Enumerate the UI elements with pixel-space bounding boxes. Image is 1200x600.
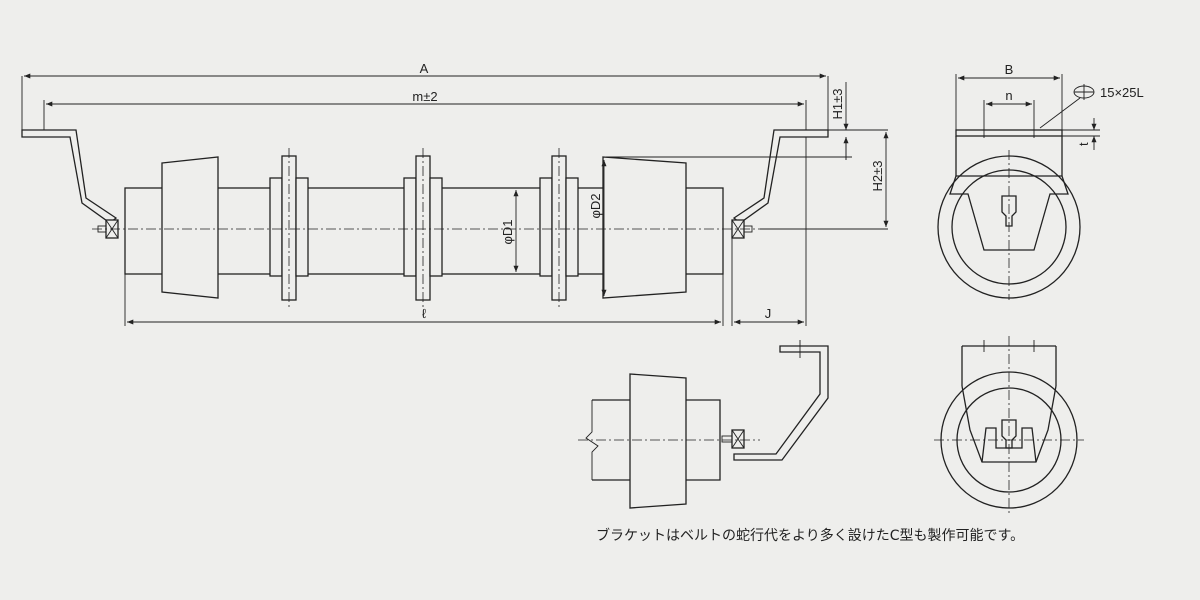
side-view: B n 15×25L t — [937, 62, 1144, 300]
dim-H1: H1±3 — [828, 82, 888, 160]
left-bracket — [21, 129, 118, 224]
label-H1: H1±3 — [830, 89, 845, 120]
label-n: n — [1005, 88, 1012, 103]
label-D2: φD2 — [588, 193, 603, 218]
side-view-c — [934, 336, 1084, 514]
dim-H2: H2±3 — [606, 132, 889, 227]
right-bracket — [732, 129, 829, 224]
label-A: A — [420, 61, 429, 76]
label-t: t — [1076, 142, 1091, 146]
shaft-flat — [1001, 195, 1017, 227]
label-slot: 15×25L — [1100, 85, 1144, 100]
shaft-flat-c — [1001, 419, 1017, 449]
bracket-end-view — [949, 175, 1069, 251]
front-view: A m±2 — [21, 61, 889, 326]
dim-l: ℓ — [124, 274, 724, 326]
label-H2: H2±3 — [870, 161, 885, 192]
label-B: B — [1005, 62, 1014, 77]
rubber-ring-1 — [269, 155, 309, 301]
dim-J: J — [731, 137, 807, 326]
label-J: J — [765, 306, 772, 321]
dim-A: A — [21, 61, 829, 130]
right-end-rubber — [602, 156, 687, 299]
c-bracket — [733, 345, 829, 461]
label-D1: φD1 — [500, 219, 515, 244]
label-m: m±2 — [412, 89, 437, 104]
label-l: ℓ — [422, 306, 427, 321]
bracket-plate — [955, 129, 1063, 137]
detail-end-rubber — [629, 373, 687, 509]
note-text: ブラケットはベルトの蛇行代をより多く設けたC型も製作可能です。 — [596, 527, 1024, 544]
c-type-detail — [578, 340, 829, 509]
left-end-rubber — [161, 156, 219, 299]
rubber-ring-3 — [539, 155, 579, 301]
slot-symbol: 15×25L — [1039, 84, 1144, 129]
break-line — [585, 400, 599, 480]
dim-m: m±2 — [43, 89, 807, 130]
